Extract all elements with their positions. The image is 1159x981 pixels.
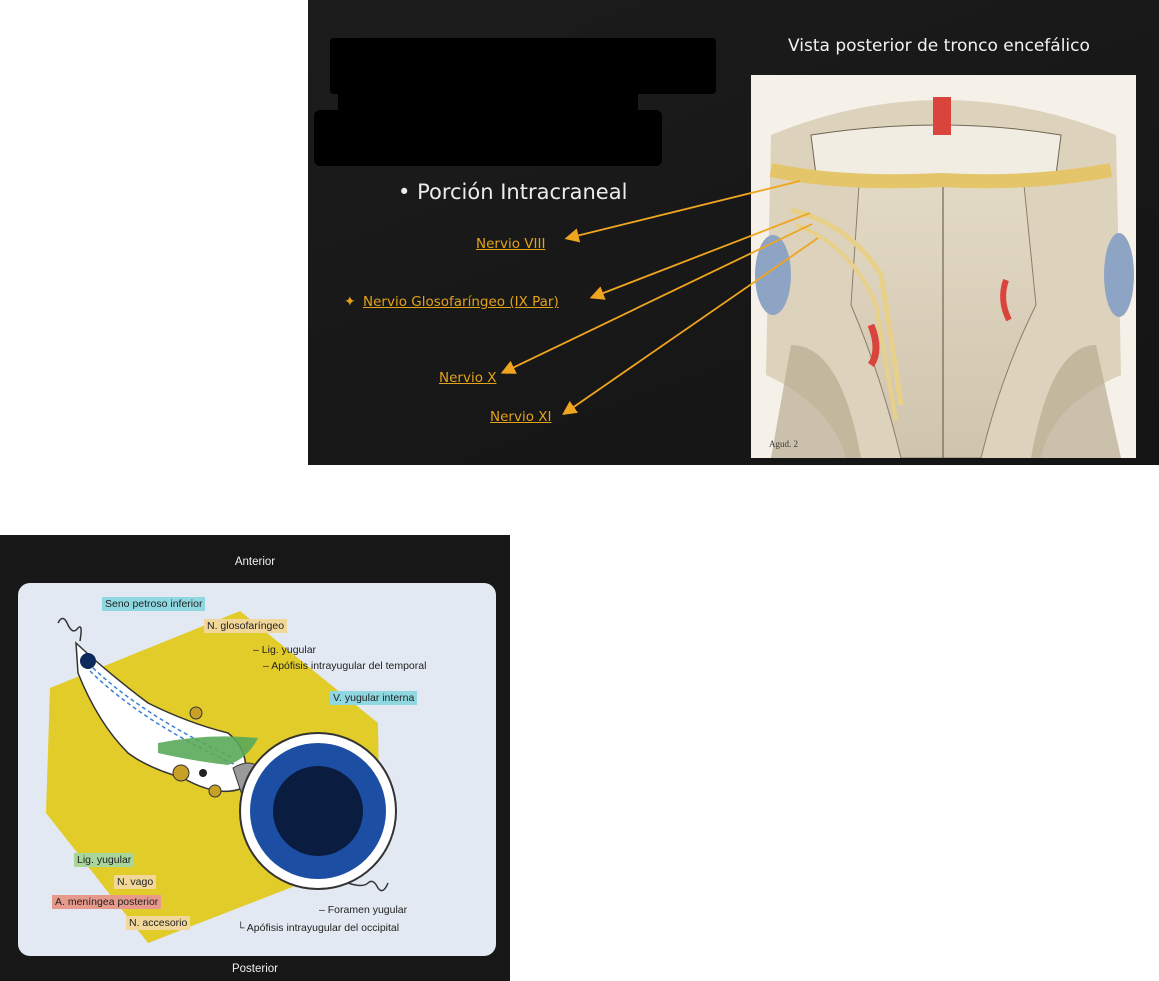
slide-heading: Vista posterior de tronco encefálico: [788, 36, 1090, 56]
label-apofisis-temporal: – Apófisis intrayugular del temporal: [263, 660, 427, 672]
link-nervio-glosofaringeo[interactable]: Nervio Glosofaríngeo (IX Par): [363, 294, 559, 310]
label-seno-petroso-inferior: Seno petroso inferior: [102, 597, 206, 611]
illustration-signature: Agud. 2: [769, 439, 798, 449]
label-n-vago: N. vago: [114, 875, 157, 889]
link-nervio-xi[interactable]: Nervio XI: [490, 409, 552, 425]
arrow-overlay: [500, 180, 819, 416]
label-anterior: Anterior: [234, 556, 276, 568]
label-apofisis-occipital: └ Apófisis intrayugular del occipital: [237, 922, 400, 934]
label-foramen-yugular: – Foramen yugular: [319, 904, 408, 916]
label-n-glosofaringeo: N. glosofaríngeo: [204, 619, 288, 633]
label-v-yugular-interna: V. yugular interna: [330, 691, 418, 705]
arrow-xi: [562, 237, 819, 416]
redaction-bar: [314, 110, 662, 166]
arrow-viii: [564, 180, 801, 243]
label-n-accesorio: N. accesorio: [126, 916, 191, 930]
label-a-meningea-posterior: A. meníngea posterior: [52, 895, 162, 909]
arrow-x: [500, 223, 813, 374]
link-nervio-viii[interactable]: Nervio VIII: [476, 236, 546, 252]
label-lig-yugular-top: – Lig. yugular: [253, 644, 317, 656]
arrow-ix: [589, 212, 811, 300]
redaction-bar: [330, 38, 716, 94]
star-icon: ✦: [344, 293, 356, 309]
label-lig-yugular: Lig. yugular: [74, 853, 135, 867]
brainstem-drawing: Agud. 2: [751, 75, 1136, 459]
bullet-porcion-intracraneal: • Porción Intracraneal: [398, 180, 628, 204]
link-nervio-x[interactable]: Nervio X: [439, 370, 497, 386]
label-posterior: Posterior: [231, 963, 279, 975]
brainstem-illustration: Agud. 2: [751, 75, 1136, 459]
jugular-foramen-diagram: Seno petroso inferior N. glosofaríngeo –…: [18, 583, 496, 956]
